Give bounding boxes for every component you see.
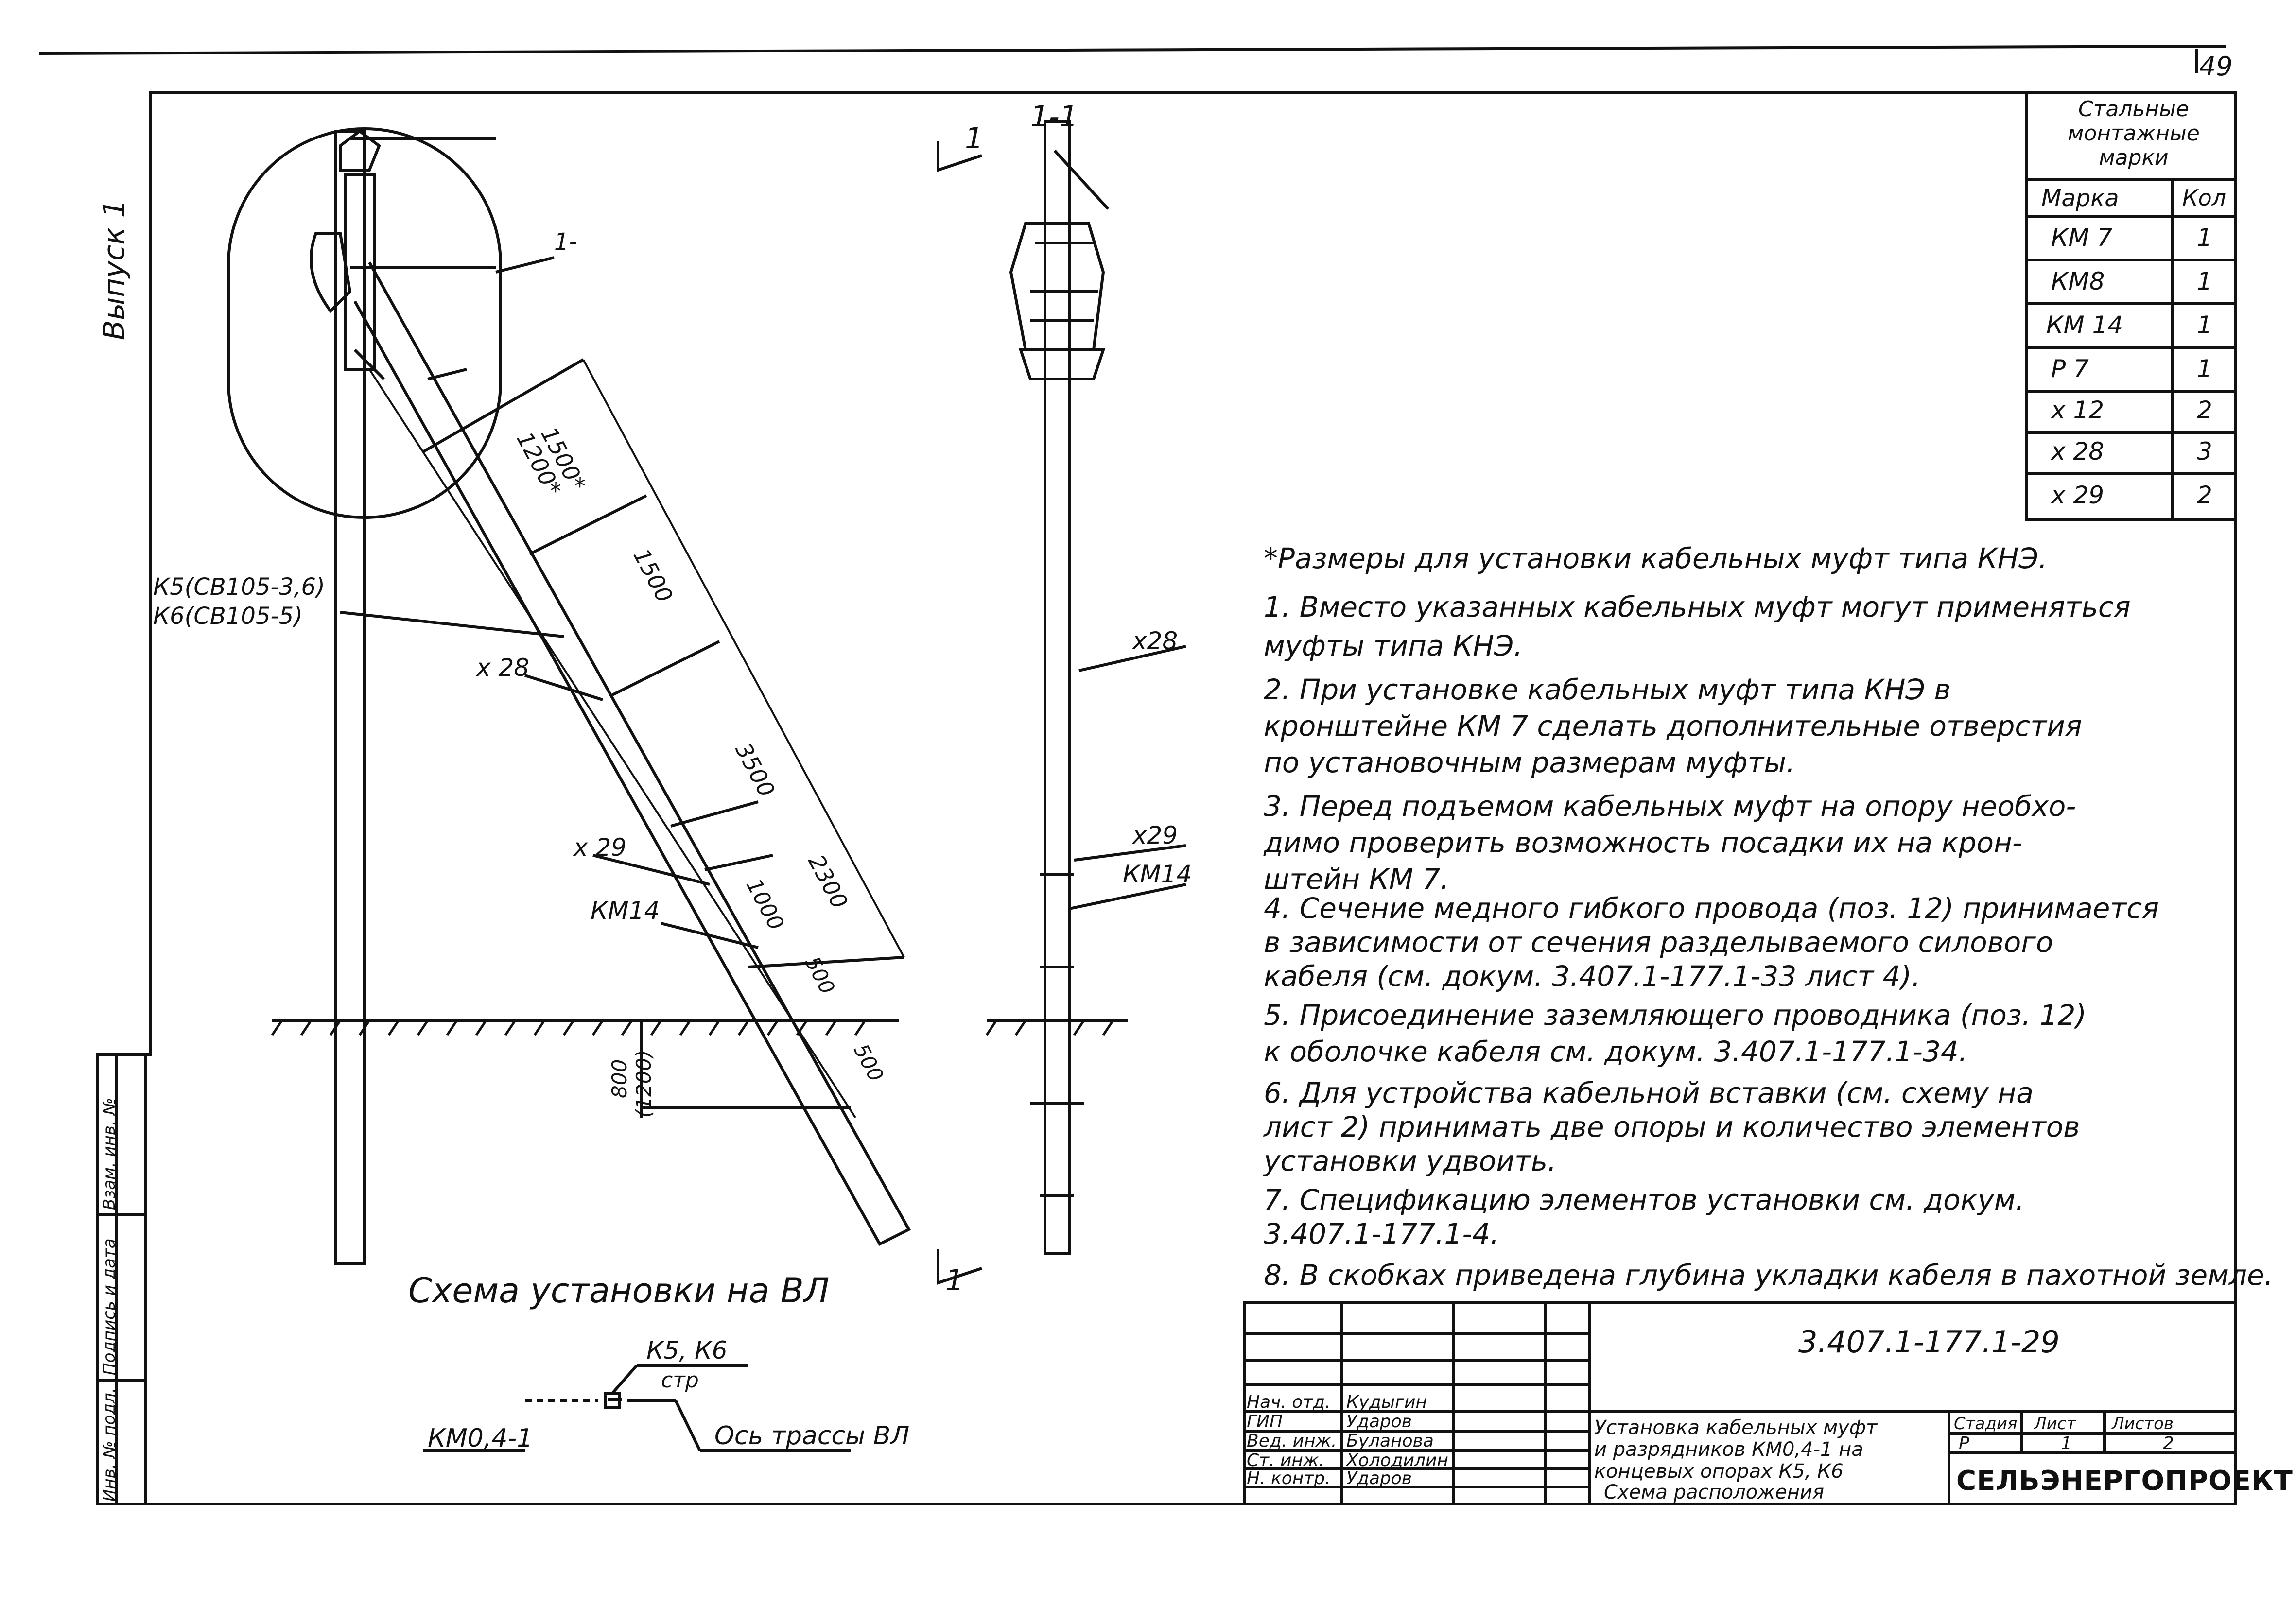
- node-callout: 1-: [554, 228, 577, 256]
- org-name: СЕЛЬЭНЕРГОПРОЕКТ: [1956, 1465, 2293, 1497]
- note-line: к оболочке кабеля см. докум. 3.407.1-177…: [1264, 1035, 1968, 1068]
- tb-title-line: и разрядников КМ0,4-1 на: [1594, 1438, 1863, 1461]
- cable-slanted: [353, 261, 911, 1246]
- x28-callout-right: x28: [1132, 627, 1178, 655]
- marks-cell-qty: 1: [2197, 224, 2212, 252]
- x28-callout-left: x 28: [476, 654, 530, 682]
- tb-stage-header: Лист: [2034, 1414, 2076, 1434]
- km14-callout-right: КМ14: [1123, 860, 1192, 888]
- pole-section: [1044, 120, 1071, 1255]
- tb-role: ГИП: [1247, 1412, 1283, 1432]
- tb-stage-header: Стадия: [1954, 1414, 2018, 1434]
- marks-table-title: Стальные монтажные марки: [2068, 97, 2200, 170]
- note-line: лист 2) принимать две опоры и количество…: [1264, 1110, 2080, 1143]
- depth-value: 800: [608, 1059, 631, 1098]
- tb-stage-value: 2: [2163, 1434, 2174, 1453]
- note-line: 8. В скобках приведена глубина укладки к…: [1264, 1259, 2274, 1292]
- x29-callout-left: x 29: [574, 833, 627, 862]
- support-callout-2: К6(СВ105-5): [153, 603, 303, 630]
- note-line: кабеля (см. докум. 3.407.1-177.1-33 лист…: [1264, 960, 1921, 993]
- scheme-axis-label: Ось трассы ВЛ: [714, 1421, 910, 1451]
- marks-header-qty: Кол: [2182, 185, 2226, 211]
- section-marker-bottom: [937, 1249, 982, 1285]
- section-label-bottom: 1: [945, 1263, 964, 1297]
- support-callout: К5(СВ105-3,6): [153, 573, 325, 601]
- pole-left: [334, 130, 366, 1265]
- scheme-k-label: К5, К6: [646, 1336, 728, 1365]
- marks-header-mark: Марка: [2041, 185, 2119, 212]
- stamp-left-column: [96, 1054, 147, 1505]
- marks-cell-qty: 1: [2197, 355, 2212, 383]
- marks-cell-qty: 3: [2197, 437, 2212, 466]
- tb-stage-value: 1: [2061, 1434, 2072, 1453]
- tb-stage-value: Р: [1959, 1434, 1969, 1453]
- tb-name: Ударов: [1346, 1469, 1412, 1488]
- tb-name: Буланова: [1346, 1431, 1434, 1451]
- note-line: по установочным размерам муфты.: [1264, 746, 1795, 779]
- note-line: муфты типа КНЭ.: [1264, 629, 1523, 662]
- marks-cell-mark: КМ 7: [2051, 224, 2113, 252]
- note-line: димо проверить возможность посадки их на…: [1264, 826, 2022, 859]
- title-block-frame: [1243, 1301, 2237, 1505]
- tb-role: Ст. инж.: [1247, 1451, 1324, 1470]
- x29-callout-right: x29: [1132, 821, 1178, 849]
- note-line: 7. Спецификацию элементов установки см. …: [1264, 1183, 2025, 1216]
- note-star: *Размеры для установки кабельных муфт ти…: [1264, 542, 2048, 575]
- tb-title-line: концевых опорах К5, К6: [1594, 1460, 1844, 1483]
- stamp-inv-podl: Инв. № подл.: [100, 1387, 119, 1502]
- marks-cell-qty: 2: [2197, 396, 2212, 424]
- marks-cell-mark: КМ 14: [2046, 311, 2123, 339]
- tb-role: Вед. инж.: [1247, 1431, 1337, 1451]
- section-label-top: 1: [965, 121, 984, 156]
- node-outline: [227, 127, 502, 519]
- marks-cell-mark: Р 7: [2051, 355, 2089, 383]
- scheme-km-label: КМ0,4-1: [428, 1424, 533, 1453]
- note-line: кронштейне КМ 7 сделать дополнительные о…: [1264, 709, 2082, 743]
- note-line: 3.407.1-177.1-4.: [1264, 1217, 1499, 1250]
- marks-cell-mark: КМ8: [2051, 267, 2105, 295]
- doc-code: 3.407.1-177.1-29: [1798, 1324, 2060, 1360]
- km14-callout-left: КМ14: [591, 897, 660, 925]
- section-marker-top: [937, 141, 982, 173]
- note-line: 2. При установке кабельных муфт типа КНЭ…: [1264, 673, 1951, 706]
- tb-role: Нач. отд.: [1247, 1392, 1331, 1412]
- tb-role: Н. контр.: [1247, 1469, 1331, 1488]
- stamp-vzam: Взам. инв. №: [100, 1098, 119, 1210]
- depth-bracket: (1200): [632, 1050, 656, 1118]
- tb-name: Ударов: [1346, 1412, 1412, 1432]
- stamp-podpis: Подпись и дата: [100, 1238, 119, 1375]
- tb-title-line: Схема расположения: [1604, 1481, 1825, 1503]
- marks-cell-qty: 2: [2197, 481, 2212, 509]
- marks-cell-qty: 1: [2197, 311, 2212, 339]
- tb-name: Кудыгин: [1346, 1392, 1427, 1412]
- note-line: 3. Перед подъемом кабельных муфт на опор…: [1264, 790, 2076, 823]
- marks-table-frame: [2025, 91, 2237, 521]
- series-label: Выпуск 1: [97, 199, 131, 340]
- note-line: в зависимости от сечения разделываемого …: [1264, 926, 2053, 959]
- note-line: установки удвоить.: [1264, 1144, 1557, 1177]
- marks-cell-mark: x 28: [2051, 437, 2105, 466]
- tb-stage-header: Листов: [2112, 1414, 2174, 1434]
- section-view-title: 1-1: [1030, 100, 1078, 134]
- scheme-title: Схема установки на ВЛ: [408, 1271, 830, 1311]
- note-line: 6. Для устройства кабельной вставки (см.…: [1264, 1076, 2034, 1109]
- page-number: 49: [2199, 51, 2233, 82]
- note-line: 4. Сечение медного гибкого провода (поз.…: [1264, 892, 2159, 925]
- marks-cell-mark: x 12: [2051, 396, 2105, 424]
- tb-title-line: Установка кабельных муфт: [1594, 1417, 1878, 1439]
- marks-cell-qty: 1: [2197, 267, 2212, 295]
- top-edge-line: [38, 45, 2226, 55]
- note-line: 5. Присоединение заземляющего проводника…: [1264, 999, 2087, 1032]
- marks-cell-mark: x 29: [2051, 481, 2105, 509]
- note-line: штейн КМ 7.: [1264, 863, 1449, 896]
- tb-name: Холодилин: [1346, 1451, 1448, 1470]
- note-line: 1. Вместо указанных кабельных муфт могут…: [1264, 590, 2131, 623]
- scheme-k-sub: стр: [661, 1368, 699, 1393]
